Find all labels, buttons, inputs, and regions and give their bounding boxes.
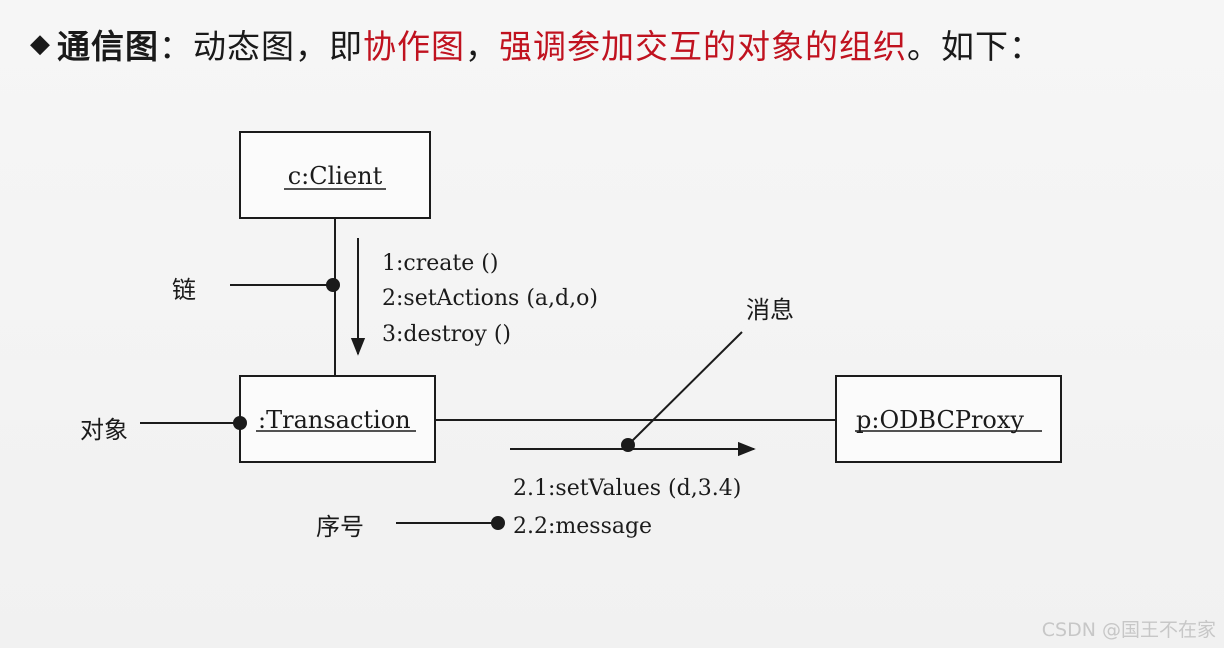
annotation-link-label: 链 <box>172 276 196 304</box>
annotation-sequence-label: 序号 <box>316 513 364 541</box>
annotation-object-dot <box>233 416 247 430</box>
watermark: CSDN @国王不在家 <box>1041 619 1216 641</box>
heading-highlight-2: 强调参加交互的对象的组织 <box>499 27 907 66</box>
object-proxy[interactable]: p:ODBCProxy <box>835 375 1062 463</box>
message-2-1: 2.1:setValues (d,3.4) <box>513 476 741 501</box>
annotation-message-pointer <box>627 331 743 446</box>
heading-term: 通信图 <box>57 27 159 66</box>
annotation-message-dot <box>621 438 635 452</box>
slide-heading: ◆ 通信图 ： 动态图，即 协作图 ， 强调参加交互的对象的组织 。如下： <box>30 18 1043 70</box>
annotation-link-dot <box>326 278 340 292</box>
heading-highlight-1: 协作图 <box>363 27 465 66</box>
object-proxy-label: p:ODBCProxy <box>856 406 1024 434</box>
heading-text-1: 动态图，即 <box>193 27 363 66</box>
heading-text-3: 。如下： <box>907 27 1043 66</box>
diamond-bullet-icon: ◆ <box>30 29 51 59</box>
message-3: 3:destroy () <box>382 322 511 347</box>
message-1: 1:create () <box>382 251 498 276</box>
object-transaction-label: :Transaction <box>258 406 411 434</box>
heading-colon: ： <box>159 27 193 66</box>
object-client-label: c:Client <box>288 162 383 190</box>
annotation-sequence-dot <box>491 516 505 530</box>
annotation-object-label: 对象 <box>80 416 128 444</box>
annotation-message-label: 消息 <box>746 296 794 324</box>
message-2-2: 2.2:message <box>513 514 652 539</box>
heading-text-2: ， <box>465 27 499 66</box>
object-client[interactable]: c:Client <box>239 131 431 219</box>
object-transaction[interactable]: :Transaction <box>239 375 436 463</box>
message-2: 2:setActions (a,d,o) <box>382 286 598 311</box>
